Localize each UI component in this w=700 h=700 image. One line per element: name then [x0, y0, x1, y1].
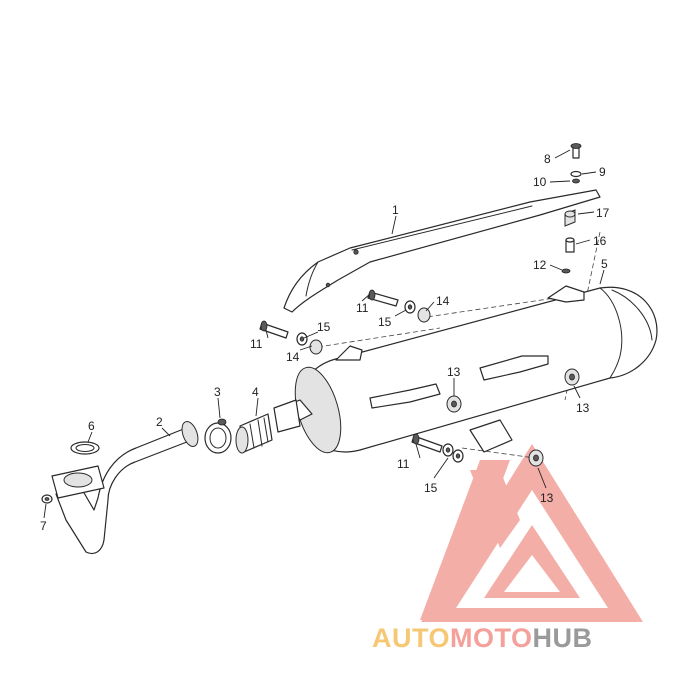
bolt-11-left — [259, 320, 289, 339]
brand-hub: HUB — [533, 623, 593, 653]
callout-4: 4 — [252, 385, 259, 399]
callout-2: 2 — [156, 415, 163, 429]
callout-9: 9 — [599, 165, 606, 179]
callout-14-a: 14 — [436, 294, 450, 308]
bolt-11-lower — [411, 433, 443, 453]
flange-nut — [41, 494, 53, 504]
bolt-11-upper — [367, 289, 399, 307]
brand-auto: AUTO — [372, 623, 450, 653]
callout-13-a: 13 — [447, 365, 461, 379]
callout-17: 17 — [596, 206, 610, 220]
heat-shield — [283, 189, 601, 313]
brand-moto: MOTO — [450, 623, 533, 653]
callout-10: 10 — [533, 175, 547, 189]
callout-13-c: 13 — [540, 491, 554, 505]
callout-11-upper: 11 — [356, 301, 369, 315]
watermark-triangle-hole — [504, 555, 560, 592]
exhaust-pipe — [55, 421, 199, 555]
clamp — [204, 418, 232, 454]
callout-16: 16 — [593, 234, 607, 248]
callout-6: 6 — [88, 419, 95, 433]
svg-text:AUTOMOTOHUB: AUTOMOTOHUB — [372, 623, 593, 653]
callout-15-c: 15 — [424, 481, 438, 495]
callout-15-a: 15 — [378, 315, 392, 329]
sleeve — [235, 399, 301, 454]
flange-gasket — [51, 441, 105, 499]
watermark-brand: AUTOMOTOHUB — [372, 623, 593, 653]
top-fastener-stack — [561, 143, 582, 274]
callout-14-b: 14 — [286, 350, 300, 364]
callout-5: 5 — [601, 257, 608, 271]
callout-11-left: 11 — [250, 337, 263, 351]
callout-7: 7 — [40, 519, 47, 533]
watermark-m-right — [420, 460, 510, 620]
washers-15 — [296, 300, 464, 463]
watermark-logo — [420, 444, 643, 622]
rubber-mounts-13 — [446, 368, 580, 467]
callout-8: 8 — [544, 152, 551, 166]
callout-labels: 1 2 3 4 5 6 7 8 9 10 11 11 11 12 13 13 1… — [40, 152, 610, 533]
callout-15-b: 15 — [317, 320, 331, 334]
callout-12: 12 — [533, 258, 547, 272]
callout-1: 1 — [392, 203, 399, 217]
silencer — [289, 285, 658, 454]
leader-lines — [43, 149, 605, 519]
callout-3: 3 — [214, 385, 221, 399]
callout-13-b: 13 — [576, 401, 590, 415]
callout-11-lower: 11 — [397, 457, 410, 471]
